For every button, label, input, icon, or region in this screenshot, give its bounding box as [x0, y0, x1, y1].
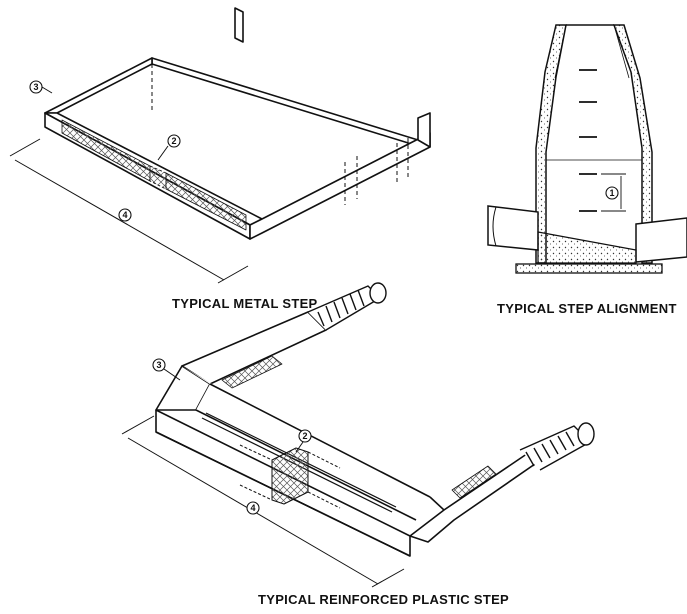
- plastic-step-callout-2: 2: [295, 429, 312, 453]
- step-alignment-callout-1: 1: [605, 186, 619, 200]
- manhole-rungs: [579, 69, 597, 212]
- rung-spacing-dimension: [601, 173, 626, 212]
- inlet-pipe: [487, 205, 539, 251]
- metal-step-caption: TYPICAL METAL STEP: [172, 296, 318, 311]
- plastic-step-callout-4: 4: [246, 501, 260, 515]
- metal-step-body: [44, 7, 431, 240]
- plastic-step-body: [155, 311, 549, 557]
- svg-text:4: 4: [122, 210, 127, 220]
- step-alignment-caption: TYPICAL STEP ALIGNMENT: [497, 301, 677, 316]
- metal-step-dimension-line: [9, 138, 249, 284]
- svg-text:3: 3: [156, 360, 161, 370]
- metal-step-callout-2: 2: [157, 134, 181, 161]
- svg-text:4: 4: [250, 503, 255, 513]
- plastic-step-upper-grip: [307, 282, 387, 331]
- step-alignment-figure: [487, 24, 687, 274]
- plastic-step-figure: [121, 282, 595, 588]
- bench-and-base: [515, 231, 663, 274]
- outlet-pipe: [635, 217, 687, 263]
- svg-text:1: 1: [609, 188, 614, 198]
- metal-step-callout-4: 4: [118, 208, 132, 222]
- svg-text:2: 2: [171, 136, 176, 146]
- manhole-wall: [535, 24, 653, 264]
- svg-text:2: 2: [302, 431, 307, 441]
- metal-step-figure: [9, 7, 431, 284]
- plastic-step-callout-3: 3: [152, 358, 181, 381]
- metal-step-callout-3: 3: [29, 80, 53, 94]
- plastic-step-caption: TYPICAL REINFORCED PLASTIC STEP: [258, 592, 510, 607]
- svg-text:3: 3: [33, 82, 38, 92]
- plastic-step-lower-grip: [519, 422, 595, 471]
